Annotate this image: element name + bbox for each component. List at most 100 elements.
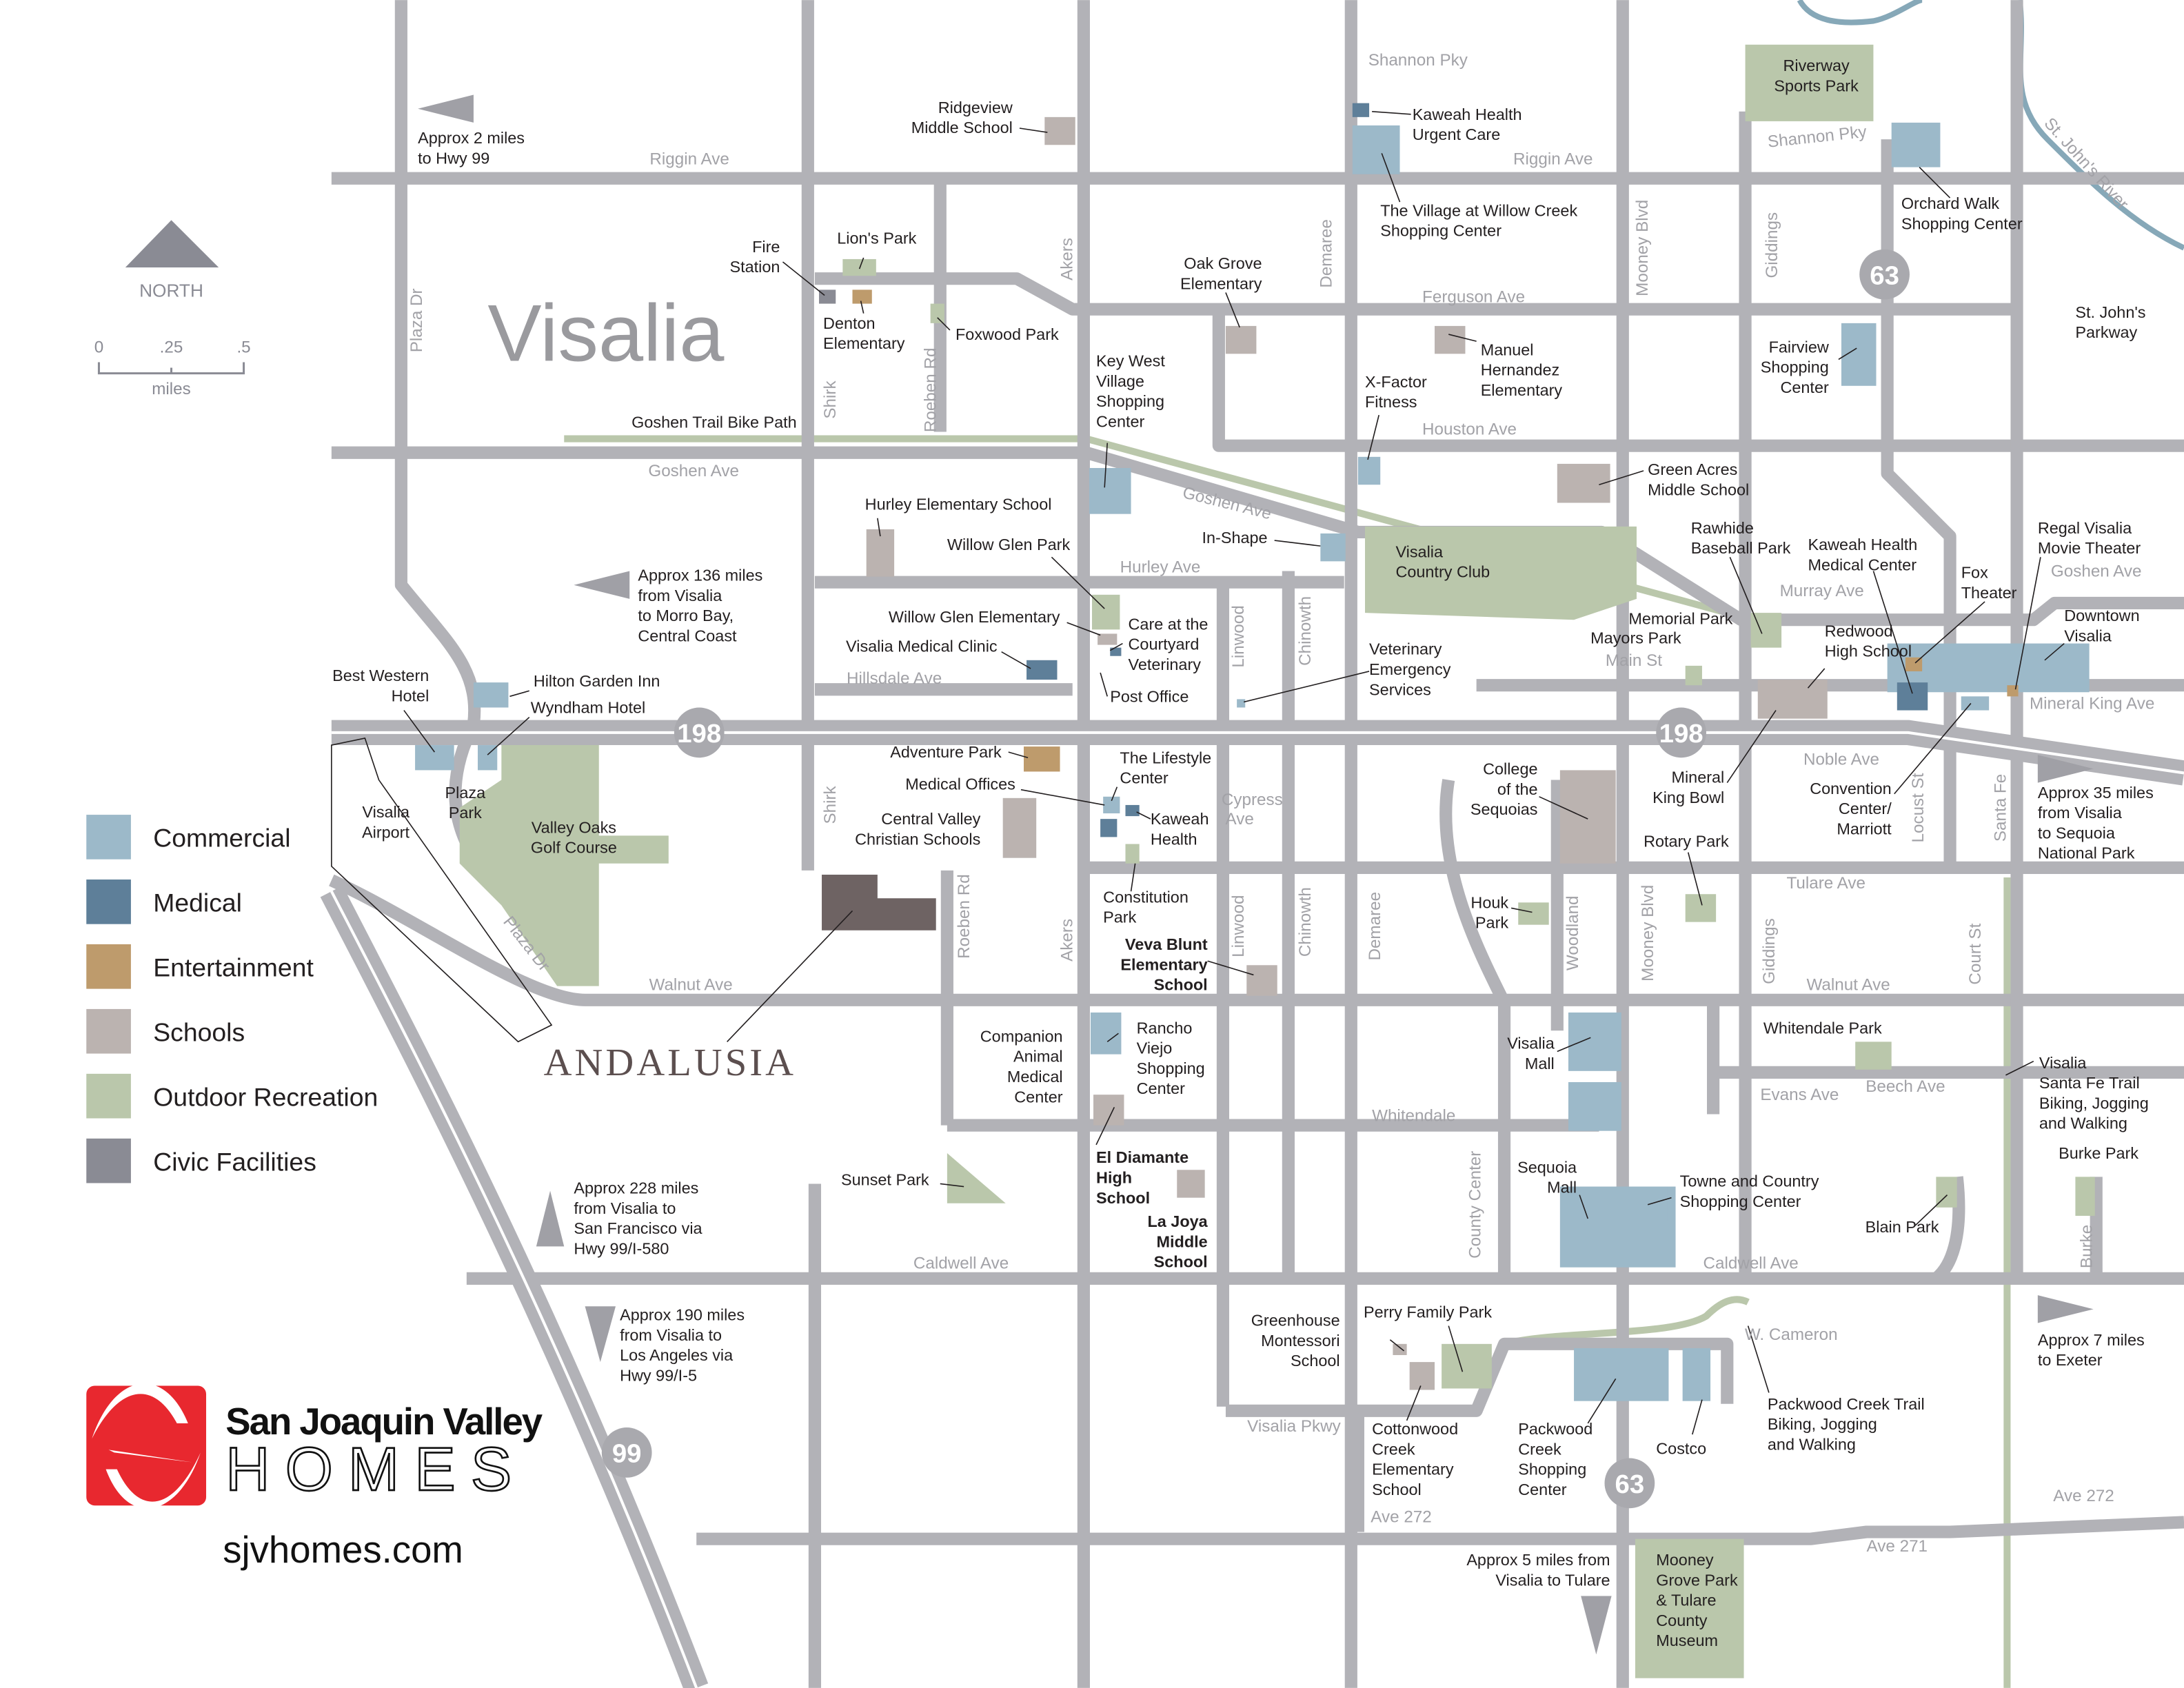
place-label[interactable]: Goshen Trail Bike Path: [631, 413, 797, 431]
place-label[interactable]: Perry Family Park: [1364, 1303, 1492, 1321]
place-label[interactable]: Wyndham Hotel: [531, 699, 645, 717]
place-label[interactable]: Mayors Park: [1590, 629, 1681, 647]
area-ent[interactable]: [2007, 685, 2019, 697]
area-sch[interactable]: [1757, 680, 1828, 719]
area-com[interactable]: [1574, 1348, 1669, 1401]
area-out[interactable]: [1855, 1041, 1892, 1070]
sjv-homes-logo[interactable]: San Joaquin Valley HOMES sjvhomes.com: [86, 1383, 545, 1571]
place-label[interactable]: Blain Park: [1866, 1218, 1939, 1236]
place-label[interactable]: Adventure Park: [890, 743, 1002, 761]
place-label[interactable]: Visalia Medical Clinic: [846, 638, 998, 655]
area-com[interactable]: [1568, 1081, 1621, 1131]
place-label[interactable]: In-Shape: [1202, 529, 1268, 547]
area-com[interactable]: [1089, 467, 1131, 514]
sunset-park[interactable]: [947, 1153, 1006, 1203]
area-com[interactable]: [1237, 699, 1246, 708]
area-out[interactable]: [1635, 1538, 1744, 1678]
area-com[interactable]: [1682, 1348, 1711, 1401]
area-out[interactable]: [1125, 844, 1140, 864]
area-sch[interactable]: [1177, 1170, 1205, 1198]
area-sch[interactable]: [1044, 116, 1075, 145]
area-sch[interactable]: [1409, 1362, 1435, 1390]
place-label[interactable]: Hilton Garden Inn: [534, 672, 660, 690]
area-sch[interactable]: [1435, 325, 1466, 354]
area-com[interactable]: [1103, 796, 1120, 814]
area-med[interactable]: [1897, 682, 1928, 711]
area-sch[interactable]: [1246, 965, 1277, 996]
area-out[interactable]: [1685, 665, 1702, 686]
place-label[interactable]: Burke Park: [2059, 1144, 2138, 1162]
area-out[interactable]: [2075, 1177, 2095, 1216]
area-sch[interactable]: [866, 529, 895, 577]
area-sch[interactable]: [1225, 325, 1257, 354]
place-label[interactable]: Costco: [1656, 1439, 1706, 1457]
place-label[interactable]: Willow Glen Elementary: [889, 608, 1060, 626]
place-label[interactable]: Hurley Elementary School: [865, 496, 1052, 513]
place-label[interactable]: Lion's Park: [837, 230, 916, 247]
area-com[interactable]: [1320, 533, 1346, 562]
area-com[interactable]: [1961, 696, 1990, 711]
area-out[interactable]: [1745, 44, 1874, 121]
area-out[interactable]: [1518, 902, 1549, 925]
area-com[interactable]: [1352, 125, 1400, 174]
country-club[interactable]: [1365, 526, 1637, 620]
place-label[interactable]: Rotary Park: [1644, 833, 1729, 851]
area-med[interactable]: [1027, 660, 1058, 680]
area-med[interactable]: [1110, 647, 1122, 656]
area-com[interactable]: [1357, 456, 1381, 485]
area-ent[interactable]: [1024, 746, 1060, 772]
website-link[interactable]: sjvhomes.com: [223, 1529, 463, 1571]
area-med[interactable]: [1125, 804, 1140, 817]
area-com[interactable]: [473, 682, 509, 708]
area-civ[interactable]: [819, 289, 836, 304]
area-com[interactable]: [1090, 1012, 1122, 1055]
